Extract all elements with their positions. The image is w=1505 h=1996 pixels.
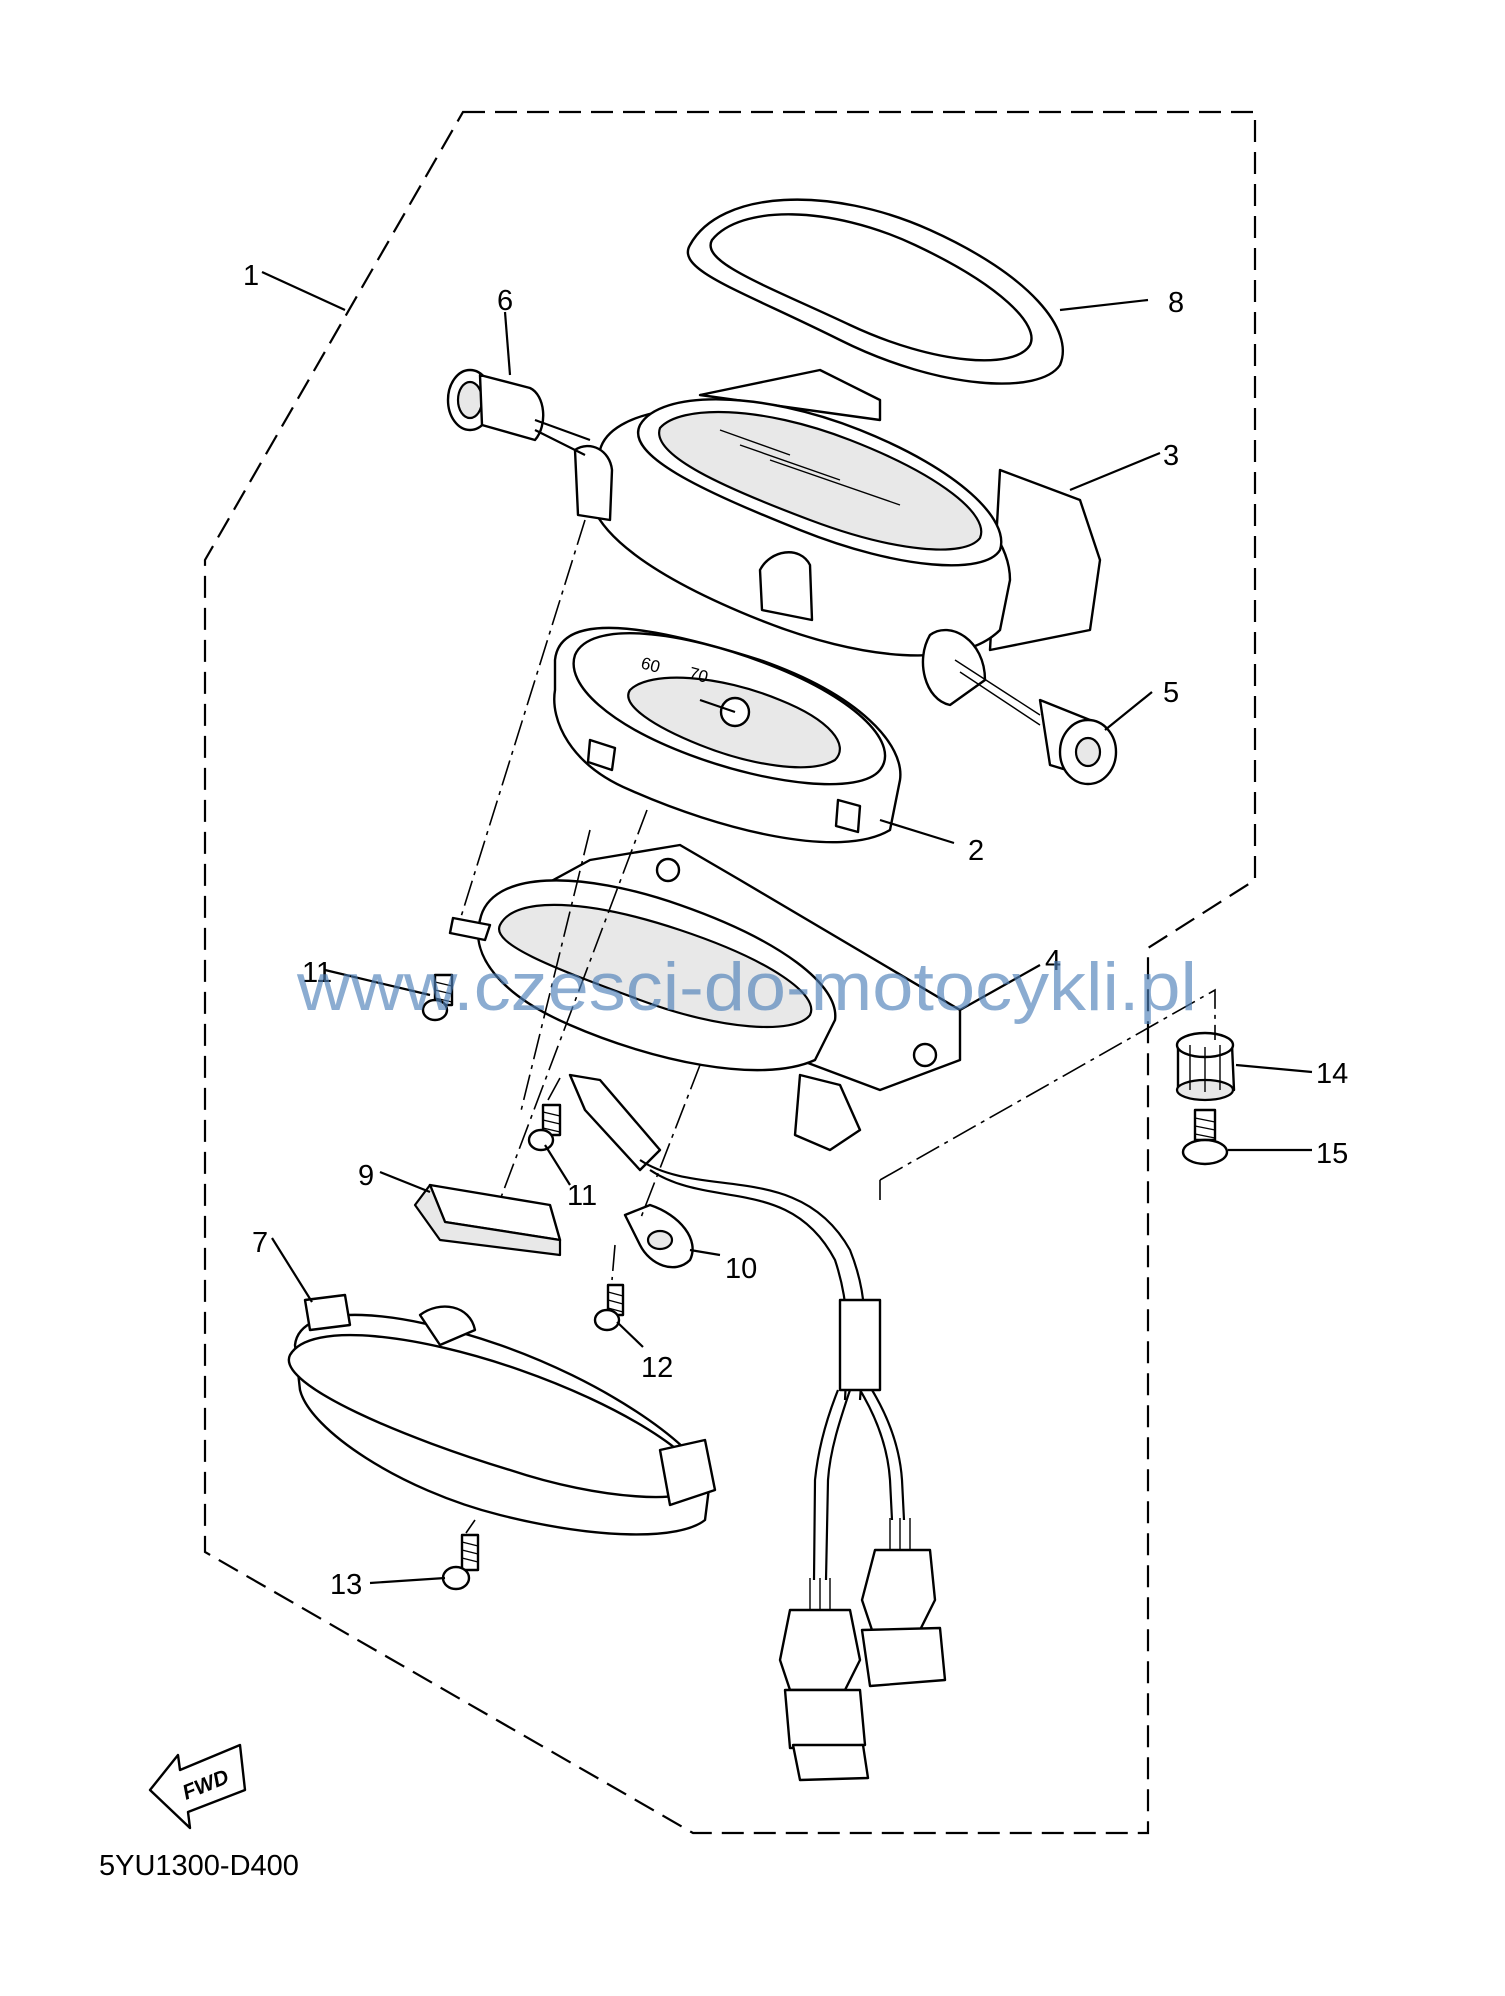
callout-8: 8 bbox=[1168, 287, 1184, 319]
callout-labels: 1 2 3 4 5 6 7 8 9 10 11 11 12 13 14 15 bbox=[243, 260, 1348, 1601]
callout-10: 10 bbox=[725, 1253, 757, 1285]
leader-lines bbox=[261, 270, 1313, 1585]
callout-14: 14 bbox=[1316, 1058, 1348, 1090]
part-10-clamp bbox=[623, 1203, 694, 1269]
fwd-arrow-icon: FWD bbox=[148, 1743, 247, 1830]
assembly-boundary bbox=[203, 110, 1257, 1835]
callout-5: 5 bbox=[1163, 677, 1179, 709]
part-6-grommet bbox=[446, 368, 591, 456]
gauge-dial-numbers: 60 70 bbox=[639, 654, 710, 687]
callout-9: 9 bbox=[358, 1160, 374, 1192]
callout-15: 15 bbox=[1316, 1138, 1348, 1170]
part-11-screw-a bbox=[421, 973, 454, 1022]
gauge-number-60: 60 bbox=[639, 654, 662, 677]
wire-harness bbox=[568, 1073, 906, 1581]
callout-1: 1 bbox=[243, 260, 259, 292]
part-14-grommet bbox=[1175, 1031, 1236, 1102]
part-13-screw bbox=[441, 1533, 480, 1591]
connector-left bbox=[778, 1578, 870, 1782]
gauge-number-70: 70 bbox=[687, 664, 710, 687]
callout-13: 13 bbox=[330, 1569, 362, 1601]
callout-4: 4 bbox=[1045, 945, 1061, 977]
callout-2: 2 bbox=[968, 835, 984, 867]
part-8-bezel-ring bbox=[686, 198, 1065, 385]
connector-right bbox=[860, 1518, 947, 1688]
watermark: www.czesci-do-motocykli.pl bbox=[296, 949, 1197, 1025]
part-2-meter-assembly bbox=[553, 626, 902, 844]
assembly-centre-lines bbox=[459, 519, 1216, 1534]
callout-7: 7 bbox=[252, 1227, 268, 1259]
part-15-screw bbox=[1181, 1108, 1229, 1166]
callout-11-b: 11 bbox=[567, 1180, 597, 1212]
part-5-grommet bbox=[921, 628, 1118, 786]
part-3-meter-housing bbox=[573, 368, 1102, 657]
callout-3: 3 bbox=[1163, 440, 1179, 472]
part-7-meter-cover bbox=[287, 1293, 717, 1536]
callout-11-a: 11 bbox=[302, 957, 332, 989]
part-12-screw bbox=[593, 1283, 625, 1332]
callout-12: 12 bbox=[641, 1352, 673, 1384]
drawing-code: 5YU1300-D400 bbox=[99, 1850, 299, 1882]
callout-6: 6 bbox=[497, 285, 513, 317]
part-9-pad bbox=[413, 1183, 562, 1257]
part-11-screw-b bbox=[527, 1103, 562, 1152]
